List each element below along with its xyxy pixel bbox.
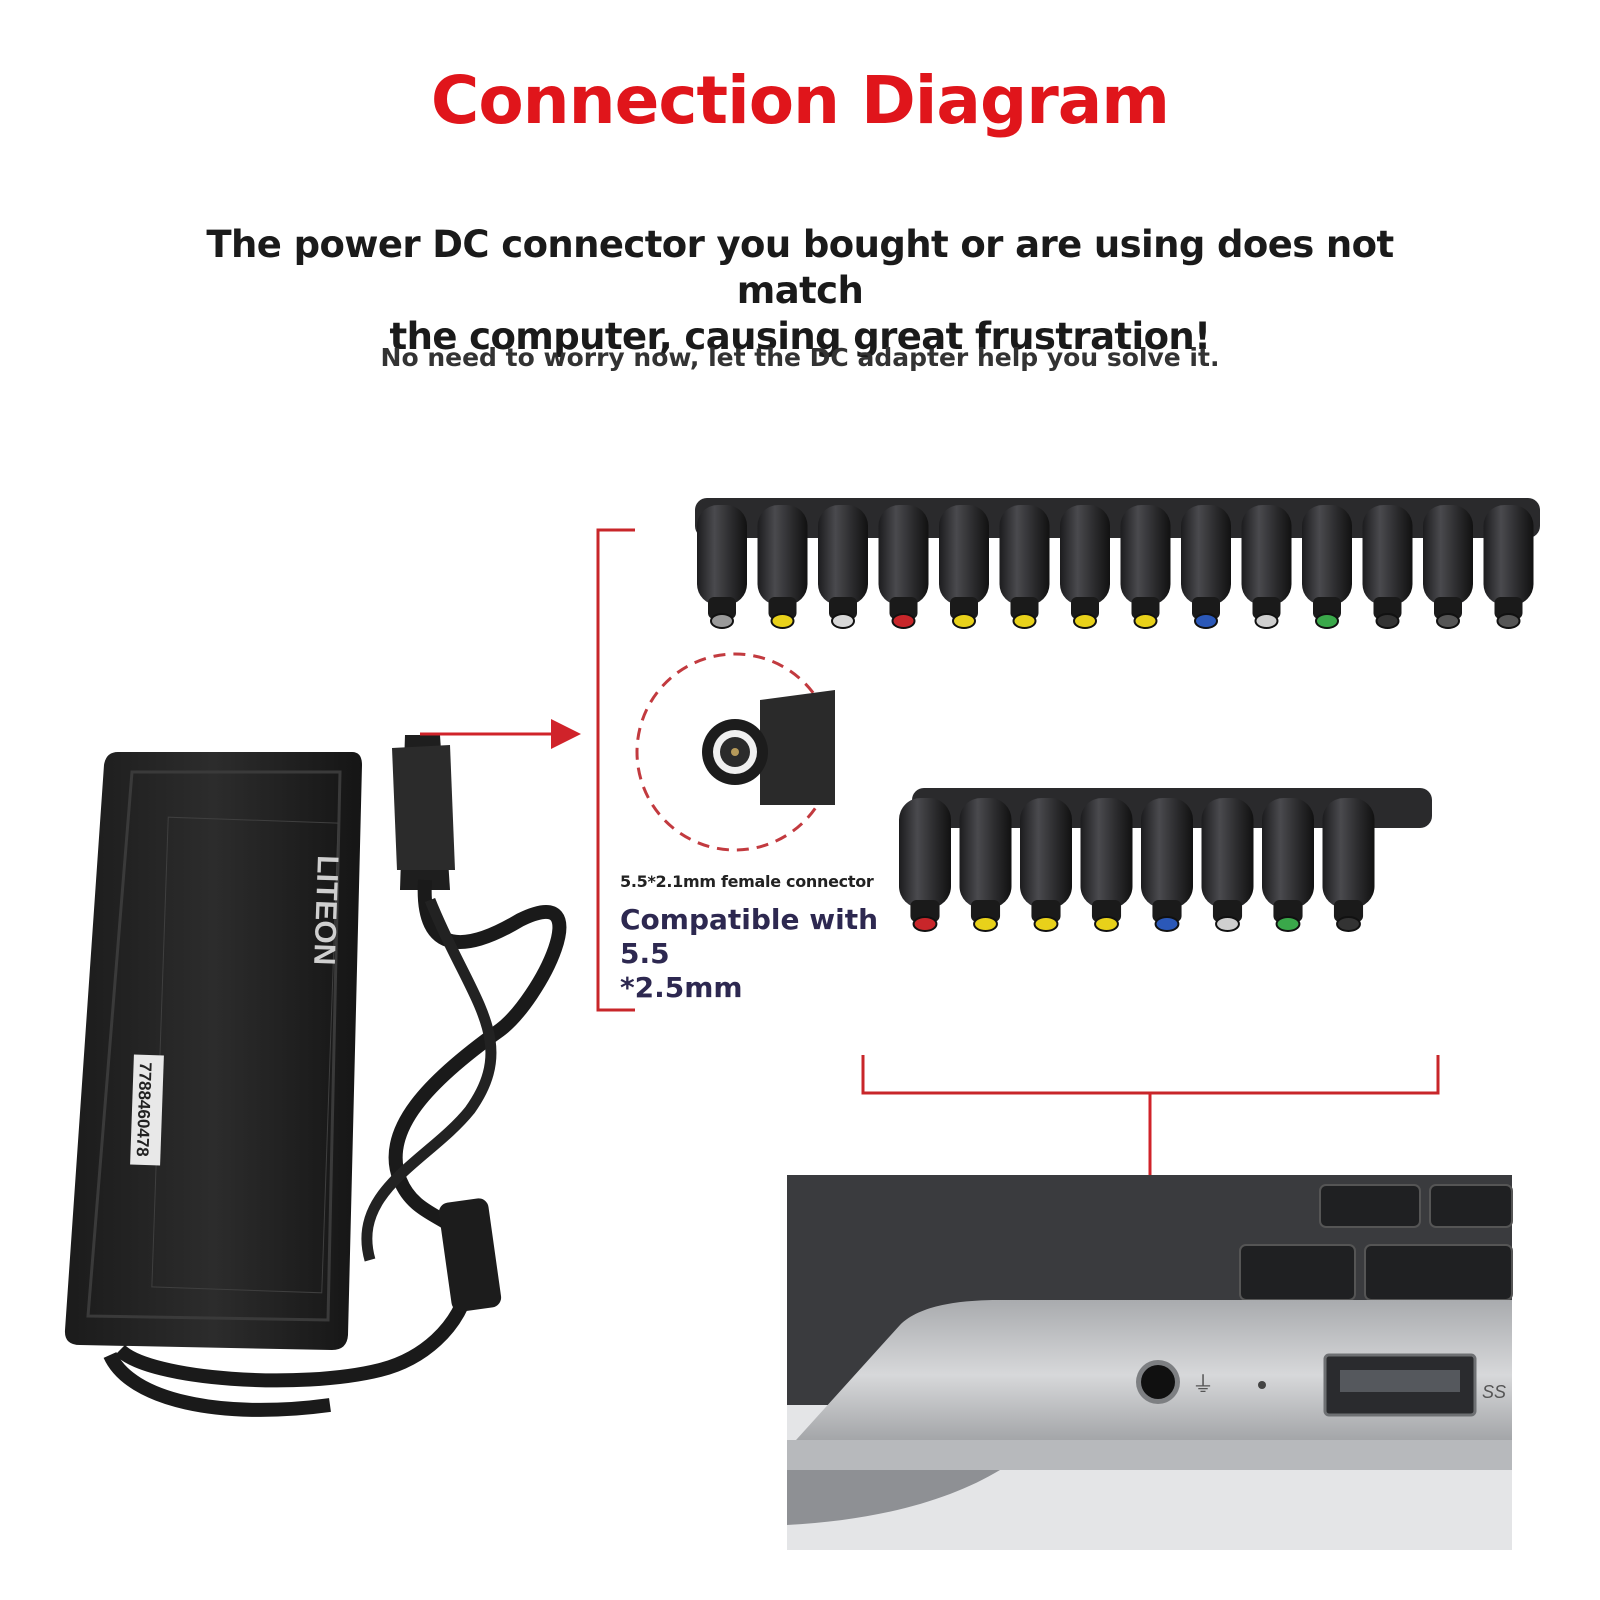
headline-line-1: The power DC connector you bought or are… <box>206 223 1394 312</box>
compatible-label-line-2: *2.5mm <box>620 971 743 1004</box>
connector-tip <box>899 798 951 932</box>
svg-text:⏚: ⏚ <box>1192 1373 1214 1398</box>
female-connector-closeup <box>635 652 835 852</box>
connector-tip <box>1080 798 1133 932</box>
connector-tip <box>1262 798 1314 932</box>
connector-tip <box>1483 505 1534 629</box>
headline: The power DC connector you bought or are… <box>150 222 1450 360</box>
connector-tip <box>1120 505 1171 629</box>
compatible-label-line-1: Compatible with 5.5 <box>620 903 879 970</box>
connector-tip <box>818 505 868 629</box>
adapter-serial-label: 7788460478 <box>133 1062 155 1157</box>
left-bracket <box>596 528 635 1012</box>
connector-tips-row-1 <box>695 498 1540 629</box>
page-title: Connection Diagram <box>430 62 1170 139</box>
connector-tip <box>1020 798 1072 932</box>
connector-tip <box>1201 798 1254 932</box>
connector-tips-row-2 <box>899 788 1432 932</box>
bottom-bracket <box>861 1055 1440 1095</box>
connector-tip <box>1141 798 1193 932</box>
power-adapter-image: LITEON 7788460478 <box>64 735 567 1417</box>
subline: No need to worry now, let the DC adapter… <box>380 343 1220 372</box>
female-connector-label: 5.5*2.1mm female connector <box>620 872 874 891</box>
connector-tip <box>757 505 808 629</box>
connector-tip <box>1362 505 1413 629</box>
compatible-label: Compatible with 5.5 *2.5mm <box>620 903 920 1005</box>
connector-tip <box>1181 505 1231 629</box>
laptop-port-image: ⏚ SS <box>787 1175 1513 1550</box>
connector-tip <box>939 505 989 629</box>
headline-line-2: the computer, causing great frustration! <box>389 315 1212 358</box>
connector-tip <box>1241 505 1292 629</box>
connector-tip <box>1302 505 1352 629</box>
laptop-usb-label: SS <box>1482 1382 1506 1402</box>
connector-tip <box>959 798 1012 932</box>
connector-tip <box>1060 505 1110 629</box>
connector-tip <box>878 505 929 629</box>
connector-tip <box>1322 798 1375 932</box>
connector-tip <box>697 505 747 629</box>
connector-tip <box>999 505 1050 629</box>
connector-tip <box>1423 505 1473 629</box>
adapter-brand-label: LITEON <box>307 855 344 966</box>
